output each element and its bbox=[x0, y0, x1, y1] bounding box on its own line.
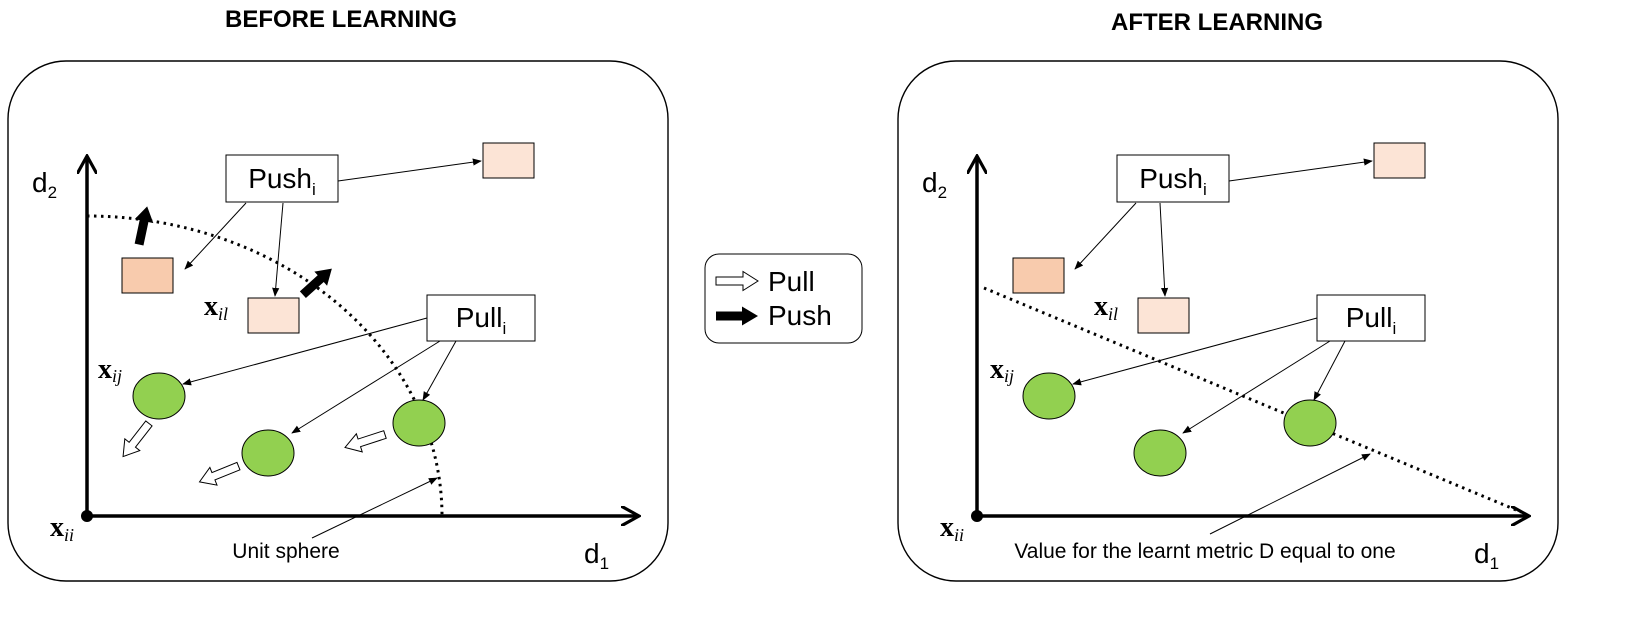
after-push-arrow-far bbox=[1228, 158, 1373, 182]
after-push-label: Pushi bbox=[1139, 163, 1207, 199]
legend: Pull Push bbox=[704, 253, 863, 344]
learnt-metric-pointer bbox=[1209, 453, 1371, 535]
after-xij-circle bbox=[1022, 372, 1076, 420]
after-edge-circle bbox=[1283, 399, 1337, 447]
before-push-arrow-impostor bbox=[184, 202, 247, 270]
before-d1-label: d1 bbox=[584, 538, 609, 573]
before-push-arrow-far bbox=[337, 158, 482, 182]
after-middle-circle bbox=[1133, 429, 1187, 477]
learnt-metric-line bbox=[983, 286, 1522, 514]
after-pull-arrow-edge bbox=[1313, 340, 1346, 401]
before-origin-label: xii bbox=[50, 512, 74, 545]
learnt-metric-caption: Value for the learnt metric D equal to o… bbox=[1014, 540, 1395, 563]
before-origin-dot bbox=[81, 510, 93, 522]
before-d2-label: d2 bbox=[32, 167, 57, 202]
before-pull-force-arrow-1 bbox=[122, 420, 153, 458]
legend-push-icon bbox=[716, 306, 758, 326]
after-d2-label: d2 bbox=[922, 167, 947, 202]
after-impostor-box bbox=[1012, 257, 1065, 294]
before-push-arrow-xil bbox=[272, 202, 284, 297]
legend-push-label: Push bbox=[768, 300, 832, 331]
after-push-target-box bbox=[1373, 142, 1426, 179]
before-xij-label: xij bbox=[98, 354, 122, 386]
before-xij-circle bbox=[132, 372, 186, 420]
before-xil-box bbox=[247, 297, 300, 334]
legend-pull-icon bbox=[715, 270, 759, 292]
before-impostor-box bbox=[121, 257, 174, 294]
after-pull-arrow-xij bbox=[1072, 317, 1318, 386]
before-frame bbox=[7, 60, 669, 582]
unit-sphere-caption: Unit sphere bbox=[232, 540, 339, 563]
after-title: AFTER LEARNING bbox=[1111, 9, 1323, 36]
before-middle-circle bbox=[241, 429, 295, 477]
legend-pull-label: Pull bbox=[768, 266, 815, 297]
after-push-box bbox=[1116, 154, 1230, 203]
before-push-box bbox=[225, 154, 339, 203]
before-panel: BEFORE LEARNING d2 d1 xii Pushi Pulli xi… bbox=[7, 6, 669, 582]
after-panel: AFTER LEARNING d2 d1 xii Pushi Pulli xil… bbox=[897, 9, 1559, 582]
after-pull-label: Pulli bbox=[1346, 302, 1396, 338]
before-edge-circle bbox=[392, 399, 446, 447]
before-pull-arrow-middle bbox=[291, 340, 441, 434]
before-push-force-arrow-2 bbox=[299, 268, 332, 299]
unit-sphere-pointer bbox=[311, 477, 438, 539]
before-title: BEFORE LEARNING bbox=[225, 6, 457, 33]
before-pull-force-arrow-3 bbox=[344, 430, 387, 453]
after-d1-label: d1 bbox=[1474, 538, 1499, 573]
after-xil-label: xil bbox=[1094, 291, 1118, 324]
before-xil-label: xil bbox=[204, 291, 228, 324]
before-pull-label: Pulli bbox=[456, 302, 506, 338]
after-xil-box bbox=[1137, 297, 1190, 334]
after-origin-label: xii bbox=[940, 512, 964, 545]
after-xij-label: xij bbox=[990, 354, 1014, 386]
after-pull-box bbox=[1316, 294, 1426, 342]
before-push-target-box bbox=[482, 142, 535, 179]
before-push-force-arrow-1 bbox=[134, 206, 154, 246]
before-pull-force-arrow-2 bbox=[198, 461, 241, 486]
before-pull-box bbox=[426, 294, 536, 342]
after-frame bbox=[897, 60, 1559, 582]
before-pull-arrow-edge bbox=[422, 340, 457, 401]
after-push-arrow-impostor bbox=[1074, 202, 1137, 270]
before-push-label: Pushi bbox=[248, 163, 316, 199]
after-push-arrow-xil bbox=[1159, 202, 1169, 297]
after-origin-dot bbox=[971, 510, 983, 522]
after-pull-arrow-middle bbox=[1182, 340, 1331, 434]
before-pull-arrow-xij bbox=[182, 317, 428, 386]
